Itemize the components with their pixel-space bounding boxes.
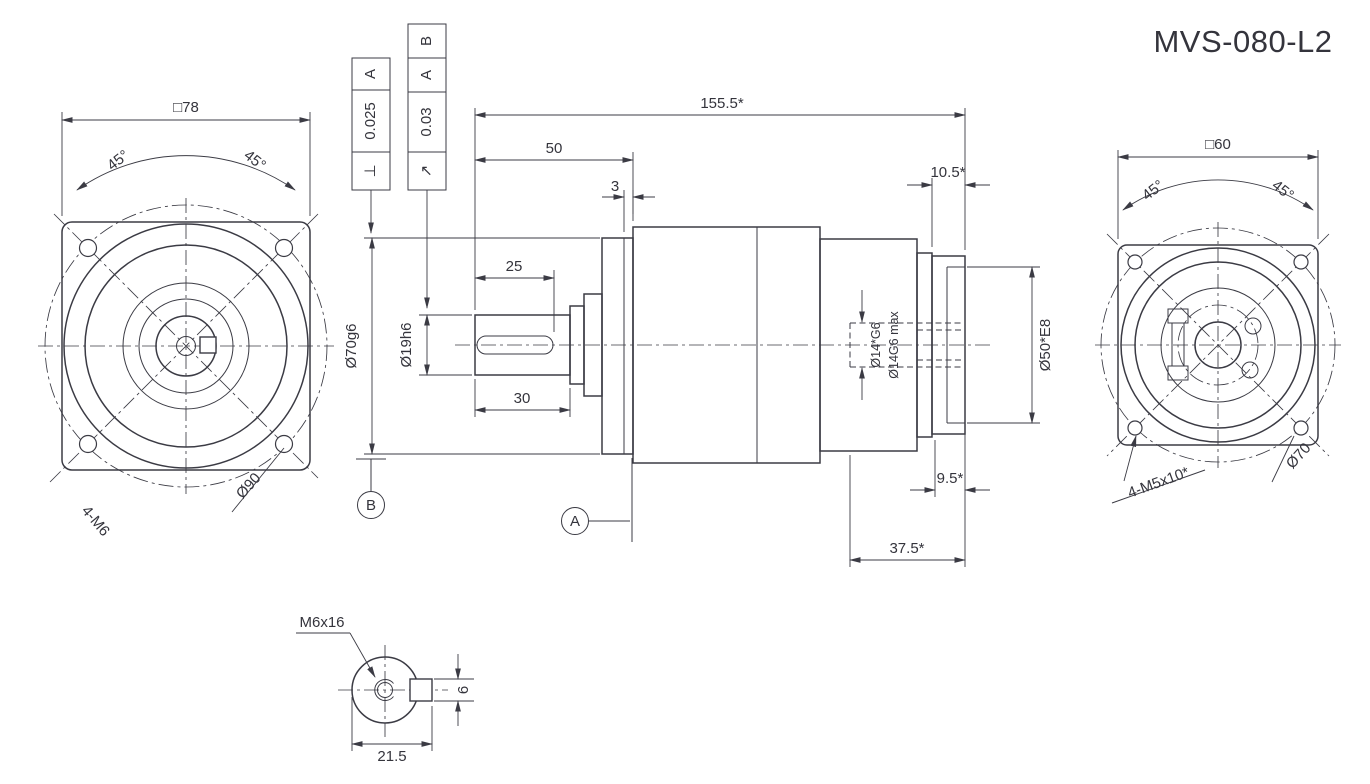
datum-a-balloon [561,507,589,535]
dim-key-offset: 21.5 [377,748,406,765]
front-mount-hole [274,434,294,454]
dim-rear-pilot-depth: 9.5* [937,470,964,487]
datum-b-label: B [366,497,376,514]
dim-rear-width: □60 [1205,136,1231,153]
clamp-screw-hole [1244,317,1262,335]
side-view: 155.5* 50 3 25 30 10.5* 9.5* 37.5* [343,95,1054,567]
fcf2-value: 0.03 [418,107,435,136]
dim-shaft-to-flange: 50 [546,140,563,157]
drawing-title: MVS-080-L2 [1153,24,1332,59]
clamp-screw-hole [1241,361,1259,379]
dim-front-pilot-dia: Ø70g6 [343,323,360,368]
front-mount-hole [78,434,98,454]
dim-key-width: 6 [455,686,472,694]
front-flange-plate [601,237,634,455]
dim-flange-lip: 3 [611,178,619,195]
datum-a-label: A [570,513,580,530]
front-keyway [199,336,217,354]
label-thread: M6x16 [299,614,344,631]
input-bore [1194,321,1242,369]
rear-mount-hole [1293,254,1309,270]
front-center-hole [176,336,196,356]
label-rear-holes: 4-M5x10* [1125,464,1191,502]
dim-rear-step: 10.5* [930,164,965,181]
rear-mount-hole [1127,420,1143,436]
dim-front-angle-right: 45° [241,147,269,174]
dim-rear-angle-right: 45° [1269,177,1297,204]
dim-shaft-dia: Ø19h6 [398,322,415,367]
rear-bolt-circle [1100,227,1336,463]
fcf1-value: 0.025 [362,102,379,140]
fcf1-datum: A [362,69,379,79]
runout-icon: ↗ [418,165,435,178]
rear-mount-hole [1293,420,1309,436]
detail-view: M6x16 6 21.5 [296,614,474,765]
clamp-slot [1167,365,1189,381]
dim-input-bore-dia: Ø14*G6 [869,322,883,367]
front-mount-hole [78,238,98,258]
fcf2-datum-secondary: B [418,36,435,46]
tolerance-frames: A 0.025 ⊥ B A 0.03 ↗ B A [351,23,633,542]
fcf2-datum-primary: A [418,70,435,80]
dim-rear-angle-left: 45° [1139,177,1167,204]
clamp-slot [1167,308,1189,324]
label-front-bolt-circle: Ø90 [233,470,265,502]
front-bolt-circle [44,204,328,488]
rear-view: □60 45° 45° 4-M5x10* Ø70 [1095,136,1341,504]
dim-shaft-length: 30 [514,390,531,407]
dim-input-bore-max: Ø14G6 max [887,311,901,379]
front-flange-outline [61,221,311,471]
input-boss [931,255,966,435]
rear-flange-outline [1117,244,1319,446]
front-mount-hole [274,238,294,258]
dim-rear-section-length: 37.5* [889,540,924,557]
datum-b-balloon [357,491,385,519]
dim-front-angle-left: 45° [104,147,132,174]
dim-overall-length: 155.5* [700,95,744,112]
dim-rear-pilot-dia: Ø50*E8 [1037,319,1054,372]
rear-mount-hole [1127,254,1143,270]
label-front-holes: 4-M6 [78,503,113,540]
key-tab [409,678,433,702]
front-view: □78 45° 45° 4-M6 Ø90 [38,99,334,540]
tap-hole [377,682,393,698]
shaft-keyway [476,335,554,355]
dim-front-width: □78 [173,99,199,116]
dim-keyway-length: 25 [506,258,523,275]
perpendicularity-icon: ⊥ [362,164,379,177]
